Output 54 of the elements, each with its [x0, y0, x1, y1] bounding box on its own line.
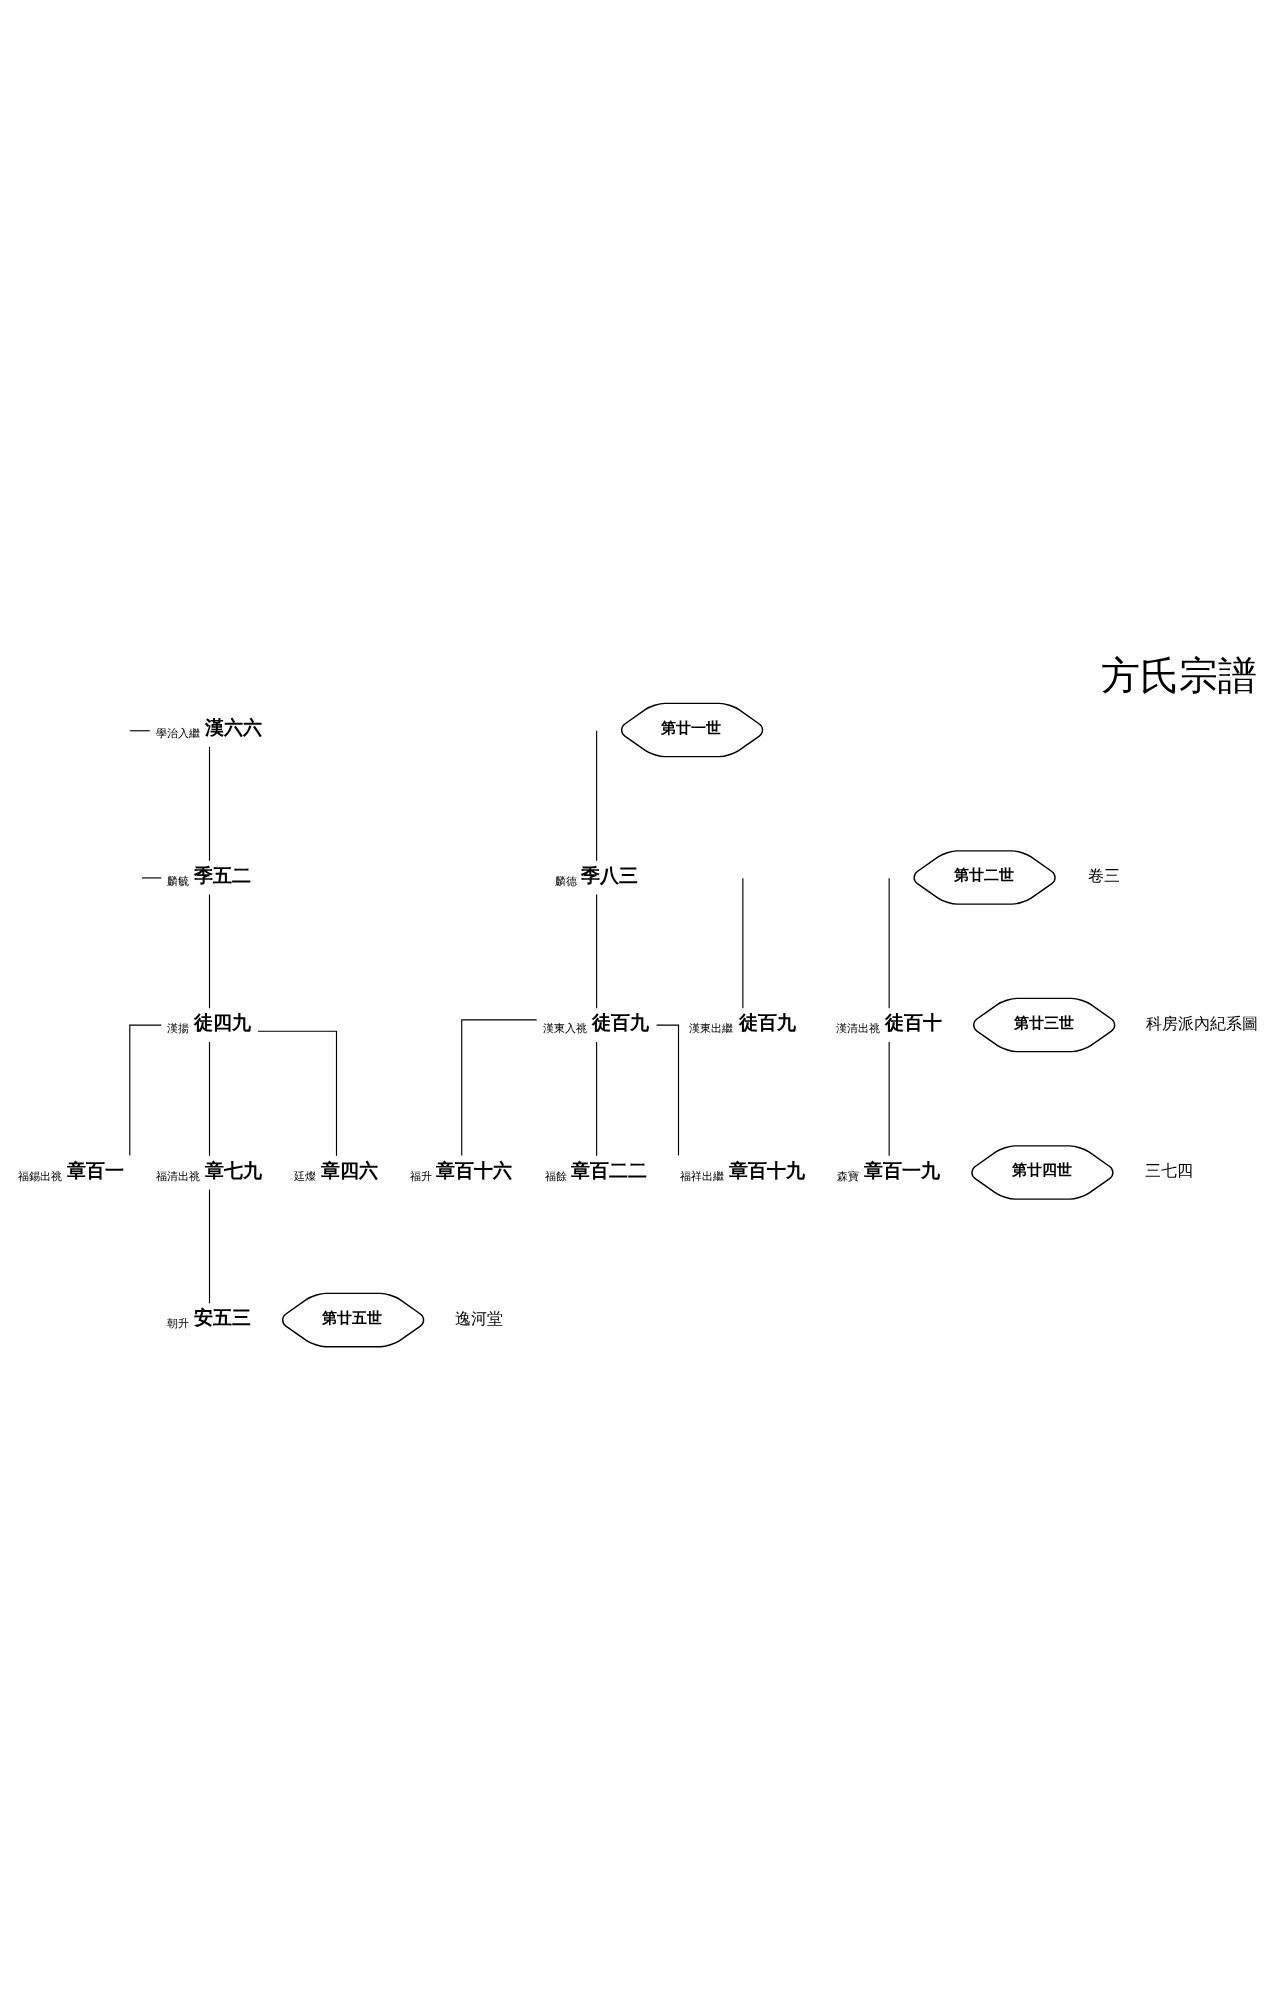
connector: [208, 1040, 211, 1156]
node-label: 福祥出繼: [679, 1168, 724, 1183]
connector: [596, 729, 598, 861]
node-text: 章百十九: [728, 1158, 805, 1182]
node-label: 麟德: [554, 873, 577, 888]
label: 三七四: [1144, 1160, 1193, 1180]
node-ellipse: 第廿五世: [281, 1292, 425, 1347]
node-label: 廷燦: [294, 1168, 317, 1183]
node-text: 安五三: [193, 1305, 251, 1329]
node-text: 章百一九: [863, 1158, 940, 1182]
node-label: 漢揚: [167, 1020, 190, 1035]
node-label: 漢東入祧: [543, 1020, 588, 1035]
node-text: 章百二二: [571, 1158, 648, 1182]
node-label: 福清出祧: [156, 1168, 201, 1183]
connector: [888, 1040, 890, 1156]
node-label: 福錫出祧: [17, 1168, 62, 1183]
node-ellipse: 第廿三世: [973, 997, 1116, 1052]
node-label: 學治入繼: [156, 725, 201, 740]
node-label: 漢清出祧: [835, 1020, 880, 1035]
connector: [257, 1030, 338, 1156]
node-label: 麟毓: [167, 873, 190, 888]
connector: [742, 877, 744, 1009]
node-text: 徒四九: [193, 1010, 251, 1034]
node-text: 漢六六: [205, 715, 263, 739]
node-text: 章四六: [320, 1158, 378, 1182]
node-text: 徒百九: [738, 1010, 796, 1034]
label: 逸河堂: [455, 1308, 504, 1328]
node-label: 福餘: [544, 1168, 567, 1183]
label: 科房派內紀系圖: [1145, 1013, 1258, 1033]
connector: [208, 893, 211, 1009]
node-text: 章百一: [66, 1158, 124, 1182]
node-text: 章七九: [205, 1158, 263, 1182]
node-ellipse: 第廿一世: [620, 702, 764, 757]
node-label: 森寶: [837, 1168, 860, 1183]
label: 卷三: [1087, 865, 1120, 885]
node-label: 福升: [410, 1168, 433, 1183]
node-text: 季八三: [580, 863, 638, 887]
connector: [596, 1040, 598, 1156]
connector: [596, 893, 598, 1009]
connector: [888, 877, 890, 1009]
node-label: 漢東出繼: [689, 1020, 734, 1035]
node-text: 徒百十: [884, 1010, 942, 1034]
node-label: 朝升: [167, 1315, 190, 1330]
connector: [461, 1018, 538, 1156]
connector: [208, 1188, 211, 1304]
node-text: 徒百九: [592, 1010, 650, 1034]
connector: [208, 745, 211, 861]
node-text: 章百十六: [436, 1158, 513, 1182]
node-ellipse: 第廿二世: [913, 849, 1056, 905]
node-text: 季五二: [193, 863, 251, 887]
connector: [129, 729, 151, 731]
diagram-title: 方氏宗譜: [1101, 652, 1258, 698]
connector: [129, 1024, 162, 1156]
node-ellipse: 第廿四世: [971, 1144, 1114, 1200]
